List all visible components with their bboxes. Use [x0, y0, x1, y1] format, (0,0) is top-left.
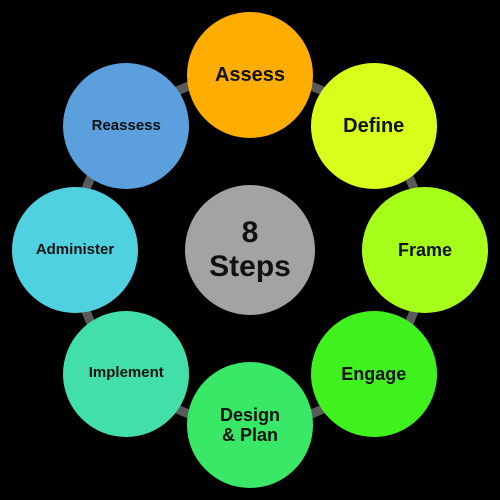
- step-reassess-circle: Reassess: [63, 63, 190, 190]
- step-assess-circle: Assess: [187, 12, 313, 138]
- center-number: 8: [241, 216, 259, 250]
- step-frame-label: Frame: [397, 239, 453, 260]
- center-circle: 8 Steps: [185, 185, 315, 315]
- step-engage-circle: Engage: [310, 310, 437, 437]
- step-assess-label: Assess: [214, 63, 286, 86]
- step-frame-circle: Frame: [362, 187, 488, 313]
- step-administer-label: Administer: [35, 240, 115, 258]
- step-implement-label: Implement: [88, 364, 164, 382]
- step-design-plan-circle: Design & Plan: [187, 362, 313, 488]
- step-reassess-label: Reassess: [91, 116, 161, 134]
- center-word: Steps: [209, 250, 291, 283]
- step-engage-label: Engage: [341, 363, 407, 384]
- step-define-circle: Define: [310, 63, 437, 190]
- step-design-plan-label: Design & Plan: [219, 404, 280, 445]
- step-define-label: Define: [343, 115, 405, 138]
- step-administer-circle: Administer: [12, 187, 138, 313]
- step-implement-circle: Implement: [63, 310, 190, 437]
